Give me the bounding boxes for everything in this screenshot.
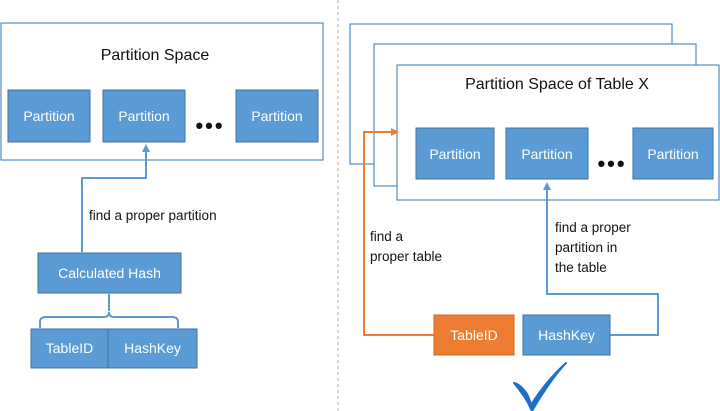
right-partition-3: Partition — [632, 127, 714, 180]
left-partition-2: Partition — [102, 89, 186, 143]
partition-label-line-2: partition in — [555, 240, 617, 255]
right-partition-2-label: Partition — [521, 146, 572, 162]
left-partition-3-label: Partition — [251, 108, 302, 124]
right-ellipsis: ••• — [597, 151, 626, 176]
right-hashkey-label: HashKey — [538, 327, 595, 343]
left-tableid-label: TableID — [46, 340, 93, 356]
left-space-title: Partition Space — [101, 47, 210, 64]
left-partition-2-label: Partition — [118, 108, 169, 124]
right-tableid-label: TableID — [450, 327, 497, 343]
calculated-hash-label: Calculated Hash — [58, 265, 161, 281]
left-arrow-label: find a proper partition — [89, 208, 217, 223]
left-hash-to-partition-arrow — [81, 144, 150, 252]
right-partition-3-label: Partition — [647, 146, 698, 162]
left-partition-1-label: Partition — [23, 108, 74, 124]
left-tableid-box: TableID — [30, 328, 109, 369]
checkmark-icon — [513, 362, 567, 411]
partition-label-line-1: find a proper — [555, 220, 631, 235]
right-partition-1: Partition — [415, 127, 495, 180]
right-space-title: Partition Space of Table X — [465, 76, 649, 93]
partition-label-line-3: the table — [555, 260, 607, 275]
tableid-to-table-arrow — [363, 128, 434, 336]
left-partition-1: Partition — [7, 89, 91, 143]
key-bracket — [39, 311, 179, 328]
hashkey-to-partition-arrow — [543, 182, 659, 336]
right-tableid-box: TableID — [433, 314, 515, 356]
calculated-hash-box: Calculated Hash — [37, 252, 182, 294]
right-partition-2: Partition — [505, 127, 589, 180]
right-hashkey-box: HashKey — [522, 314, 611, 356]
left-hashkey-label: HashKey — [124, 340, 181, 356]
table-label-line-2: proper table — [370, 249, 442, 264]
left-ellipsis: ••• — [195, 113, 224, 138]
table-label-line-1: find a — [370, 229, 404, 244]
right-partition-1-label: Partition — [429, 146, 480, 162]
left-partition-3: Partition — [235, 89, 319, 143]
left-hashkey-box: HashKey — [107, 328, 198, 369]
